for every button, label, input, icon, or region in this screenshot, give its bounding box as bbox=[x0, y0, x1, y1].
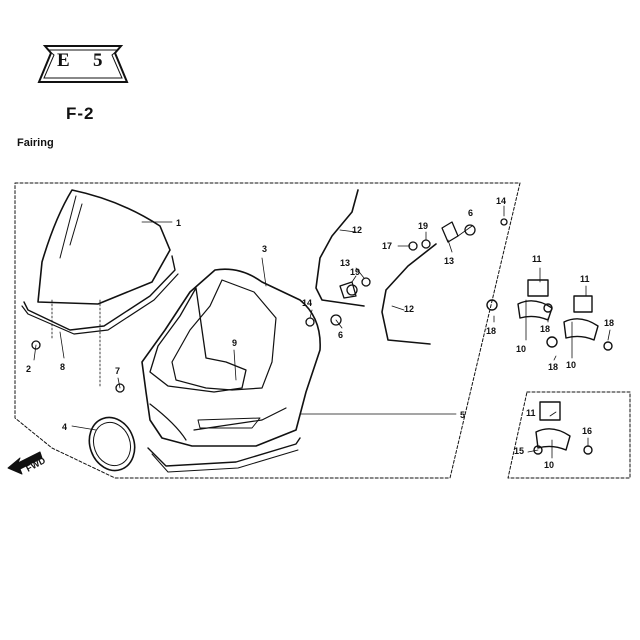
callout-7: 7 bbox=[115, 366, 120, 376]
badge-frame bbox=[37, 45, 129, 83]
subassembly-frame bbox=[507, 391, 631, 479]
callout-11a: 11 bbox=[532, 254, 542, 264]
upper-cowl bbox=[141, 268, 321, 447]
callout-19b: 19 bbox=[350, 267, 360, 277]
callout-1: 1 bbox=[176, 218, 181, 228]
callout-18b: 18 bbox=[540, 324, 550, 334]
callout-18c: 18 bbox=[604, 318, 614, 328]
callout-5: 5 bbox=[460, 410, 465, 420]
page-code: F-2 bbox=[66, 104, 95, 123]
clamp-assembly-upper bbox=[486, 279, 553, 321]
fwd-arrow-icon bbox=[7, 451, 43, 475]
section-badge: E 5 bbox=[37, 44, 129, 84]
callout-11c: 11 bbox=[526, 408, 536, 418]
callout-2: 2 bbox=[26, 364, 31, 374]
callout-17: 17 bbox=[382, 241, 392, 251]
callout-4: 4 bbox=[62, 422, 67, 432]
callout-8: 8 bbox=[60, 362, 65, 372]
callout-6b: 6 bbox=[468, 208, 473, 218]
lower-trim bbox=[147, 437, 301, 467]
callout-19a: 19 bbox=[418, 221, 428, 231]
stay-rod-lower bbox=[381, 243, 437, 345]
screen-trim bbox=[21, 273, 179, 335]
callout-12a: 12 bbox=[352, 225, 362, 235]
callout-15: 15 bbox=[514, 446, 524, 456]
windscreen bbox=[23, 189, 176, 331]
clamp-assembly-mid bbox=[546, 295, 613, 351]
callout-11b: 11 bbox=[580, 274, 590, 284]
callout-10c: 10 bbox=[544, 460, 554, 470]
callout-16: 16 bbox=[582, 426, 592, 436]
callout-14a: 14 bbox=[496, 196, 506, 206]
badge-number: 5 bbox=[93, 50, 103, 71]
clamp-assembly-lower bbox=[533, 401, 593, 455]
section-title: Fairing bbox=[17, 137, 54, 149]
callout-10b: 10 bbox=[566, 360, 576, 370]
badge-letter: E bbox=[57, 50, 70, 71]
assembly-frame bbox=[14, 182, 521, 479]
callout-14b: 14 bbox=[302, 298, 312, 308]
headlight-ring bbox=[88, 416, 136, 472]
part-callouts: 1 2 3 4 5 6 6 7 8 9 10 10 10 11 11 11 12… bbox=[26, 196, 614, 470]
callout-6a: 6 bbox=[338, 330, 343, 340]
callout-12b: 12 bbox=[404, 304, 414, 314]
stay-rod-upper bbox=[315, 189, 365, 307]
inner-panel bbox=[149, 287, 247, 393]
callout-18d: 18 bbox=[548, 362, 558, 372]
leader-lines bbox=[33, 205, 611, 459]
callout-13b: 13 bbox=[444, 256, 454, 266]
callout-9: 9 bbox=[232, 338, 237, 348]
callout-10a: 10 bbox=[516, 344, 526, 354]
callout-13a: 13 bbox=[340, 258, 350, 268]
callout-18a: 18 bbox=[486, 326, 496, 336]
callout-3: 3 bbox=[262, 244, 267, 254]
